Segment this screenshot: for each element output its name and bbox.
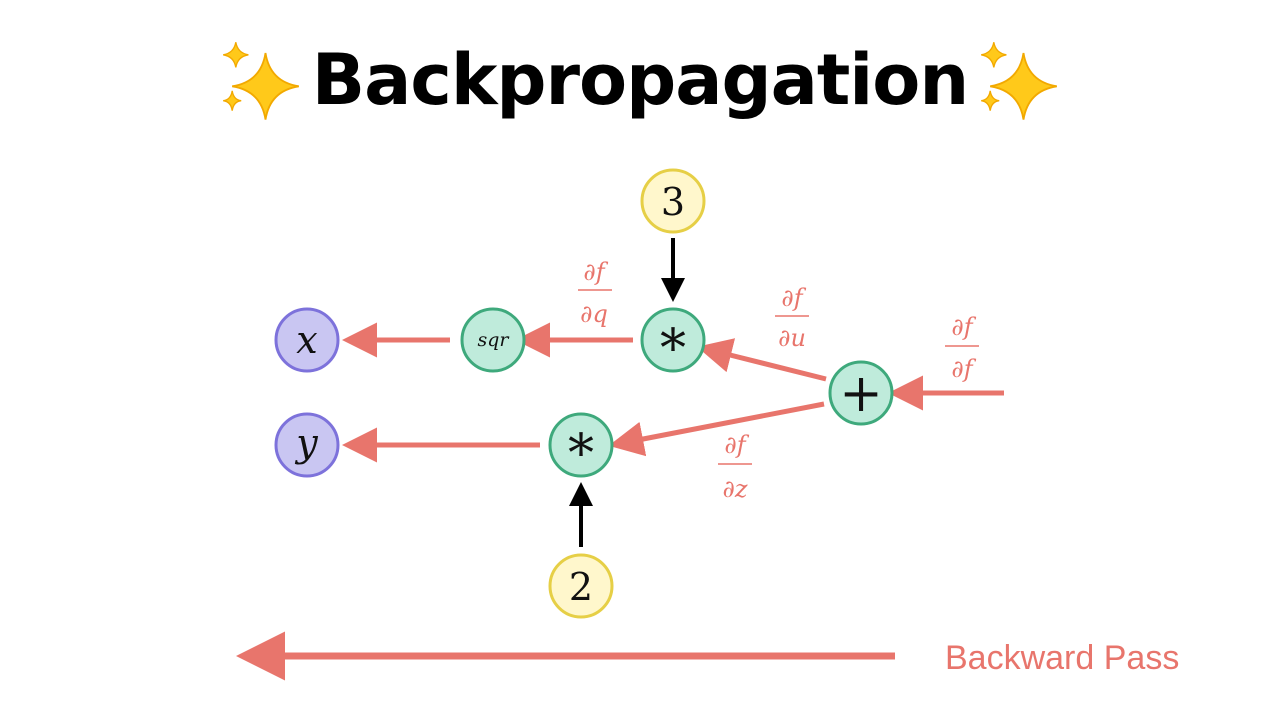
input-node-x: x	[274, 307, 340, 373]
op-node-multiply-bottom: *	[548, 412, 614, 484]
derivative-numerator: ∂f	[724, 431, 749, 459]
derivative-numerator: ∂f	[583, 258, 608, 286]
derivative-denominator: ∂q	[580, 300, 608, 328]
node-label: x	[296, 318, 317, 362]
backward-pass-label: Backward Pass	[945, 639, 1179, 677]
node-label: *	[660, 319, 686, 379]
input-node-y: y	[274, 412, 340, 478]
node-label: +	[839, 364, 883, 424]
op-node-multiply-top: *	[640, 307, 706, 379]
derivative-denominator: ∂z	[722, 475, 747, 503]
gradient-edge-add-to-mul-top	[696, 338, 827, 382]
backward-pass-legend: Backward Pass	[236, 631, 1179, 681]
sparkles-icon	[222, 42, 299, 120]
node-label: 2	[569, 565, 593, 609]
derivative-label-df-du: ∂f ∂u	[775, 284, 809, 352]
title-bar: Backpropagation	[0, 30, 1280, 130]
derivative-label-df-dq: ∂f ∂q	[578, 258, 612, 328]
gradient-edge-add-to-mul-bottom	[608, 401, 825, 457]
derivative-label-df-dz: ∂f ∂z	[718, 431, 752, 503]
derivative-denominator: ∂u	[778, 324, 806, 352]
op-node-add: +	[828, 360, 894, 426]
constant-node-2: 2	[548, 553, 614, 619]
node-label: *	[568, 424, 594, 484]
constant-node-3: 3	[640, 168, 706, 234]
derivative-numerator: ∂f	[781, 284, 806, 312]
sparkles-icon	[981, 42, 1058, 120]
derivative-denominator: ∂f	[951, 355, 976, 383]
op-node-sqr: sqr	[460, 307, 526, 373]
page-title: Backpropagation	[311, 39, 969, 121]
derivative-numerator: ∂f	[951, 313, 976, 341]
node-label: y	[294, 421, 318, 465]
node-label: 3	[661, 180, 685, 224]
derivative-label-df-df: ∂f ∂f	[945, 313, 979, 383]
node-label: sqr	[478, 329, 511, 351]
